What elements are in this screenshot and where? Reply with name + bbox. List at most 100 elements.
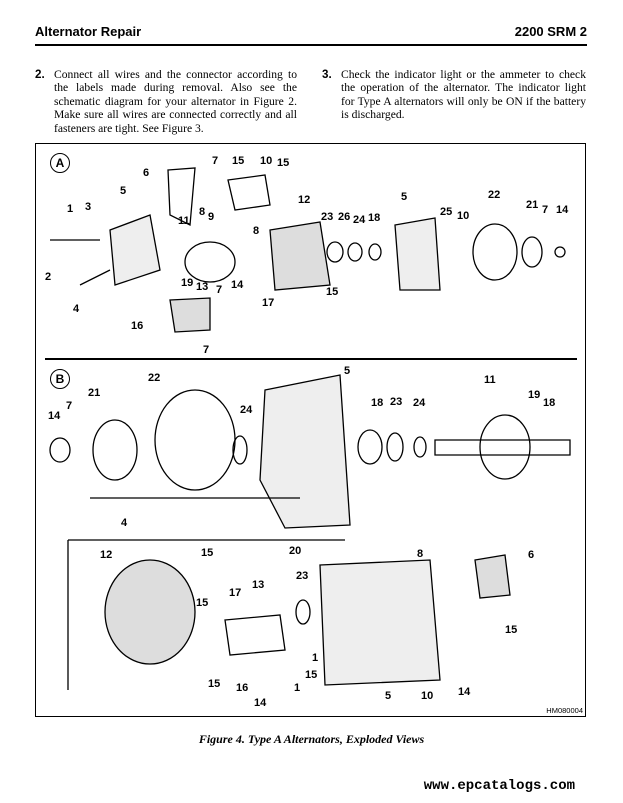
callout: 14: [458, 686, 471, 698]
front-housing-a: [109, 214, 161, 286]
callout: 14: [231, 279, 244, 291]
callout: 20: [289, 545, 302, 557]
callout: 24: [353, 214, 366, 226]
regulator-b: [474, 554, 511, 599]
callout: 19: [528, 389, 541, 401]
rectifier-a: [227, 174, 271, 211]
callout: 6: [528, 549, 535, 561]
page-header-section: Alternator Repair: [35, 24, 142, 39]
callout: 24: [413, 397, 426, 409]
step-number: 2.: [35, 68, 45, 81]
callout: 16: [236, 682, 249, 694]
callout: 15: [196, 597, 209, 609]
regulator-a: [169, 297, 211, 333]
bearing-b2: [357, 429, 383, 465]
panel-divider: [45, 358, 577, 360]
callout: 5: [401, 191, 408, 203]
callout: 22: [488, 189, 501, 201]
callout: 1: [67, 203, 74, 215]
callout: 18: [371, 397, 384, 409]
rear-housing-a: [394, 217, 441, 291]
spacer-b: [232, 435, 248, 465]
retainer-b: [386, 432, 404, 462]
bearing-b: [347, 242, 363, 262]
callout: 17: [229, 587, 242, 599]
bolt-a: [79, 269, 111, 286]
callout: 4: [73, 303, 80, 315]
callout: 21: [526, 199, 539, 211]
step-2: 2. Connect all wires and the connector a…: [35, 68, 297, 135]
callout: 7: [216, 284, 223, 296]
callout: 17: [262, 297, 275, 309]
callout: 15: [201, 547, 214, 559]
link-line: [67, 539, 345, 690]
step-text: Connect all wires and the connector acco…: [54, 68, 297, 135]
oring-b: [295, 599, 311, 625]
fan-b: [154, 389, 236, 491]
pulley-b: [92, 419, 138, 481]
callout: 12: [298, 194, 311, 206]
nut-a: [554, 246, 566, 258]
callout: 11: [178, 215, 190, 227]
figure-frame: [35, 143, 586, 717]
figure-code: HM080004: [546, 706, 583, 715]
callout: 8: [199, 206, 206, 218]
callout: 7: [542, 204, 549, 216]
callout: 23: [390, 396, 403, 408]
callout: 9: [208, 211, 215, 223]
callout: 7: [212, 155, 219, 167]
callout: 18: [543, 397, 556, 409]
callout: 2: [45, 271, 52, 283]
callout: 23: [296, 570, 309, 582]
panel-label-a: A: [50, 153, 70, 173]
stator-b: [104, 559, 196, 665]
callout: 10: [260, 155, 273, 167]
callout: 25: [440, 206, 453, 218]
rotor-a: [184, 241, 236, 283]
bearing-a: [326, 241, 344, 263]
callout: 11: [484, 374, 496, 386]
callout: 7: [203, 344, 210, 356]
callout: 8: [417, 548, 424, 560]
callout: 15: [505, 624, 518, 636]
rotor-poles-b: [479, 414, 531, 480]
panel-label-b: B: [50, 369, 70, 389]
callout: 5: [344, 365, 351, 377]
callout: 4: [121, 517, 128, 529]
callout: 21: [88, 387, 101, 399]
collar-b: [413, 436, 427, 458]
callout: 16: [131, 320, 144, 332]
header-rule: [35, 44, 587, 46]
callout: 23: [321, 211, 334, 223]
rotor-b: [434, 439, 571, 456]
callout: 1: [294, 682, 301, 694]
callout: 14: [48, 410, 61, 422]
callout: 12: [100, 549, 113, 561]
callout: 15: [277, 157, 290, 169]
step-number: 3.: [322, 68, 332, 81]
callout: 15: [208, 678, 221, 690]
rear-housing-b: [319, 559, 441, 686]
page-header-manual: 2200 SRM 2: [514, 24, 587, 39]
bearing-c: [368, 243, 382, 261]
callout: 8: [253, 225, 260, 237]
callout: 14: [556, 204, 569, 216]
callout: 10: [421, 690, 434, 702]
rectifier-b: [224, 614, 286, 656]
step-text: Check the indicator light or the ammeter…: [341, 68, 586, 122]
callout: 3: [85, 201, 92, 213]
callout: 18: [368, 212, 381, 224]
bracket-a: [167, 167, 196, 227]
callout: 5: [120, 185, 127, 197]
callout: 24: [240, 404, 253, 416]
front-housing-b: [259, 374, 351, 529]
fan-a: [472, 223, 518, 281]
watermark-url[interactable]: www.epcatalogs.com: [423, 778, 575, 794]
figure-caption: Figure 4. Type A Alternators, Exploded V…: [198, 732, 425, 746]
callout: 10: [457, 210, 470, 222]
nut-b: [49, 437, 71, 463]
callout: 13: [196, 281, 209, 293]
callout: 1: [312, 652, 319, 664]
callout: 19: [181, 277, 194, 289]
